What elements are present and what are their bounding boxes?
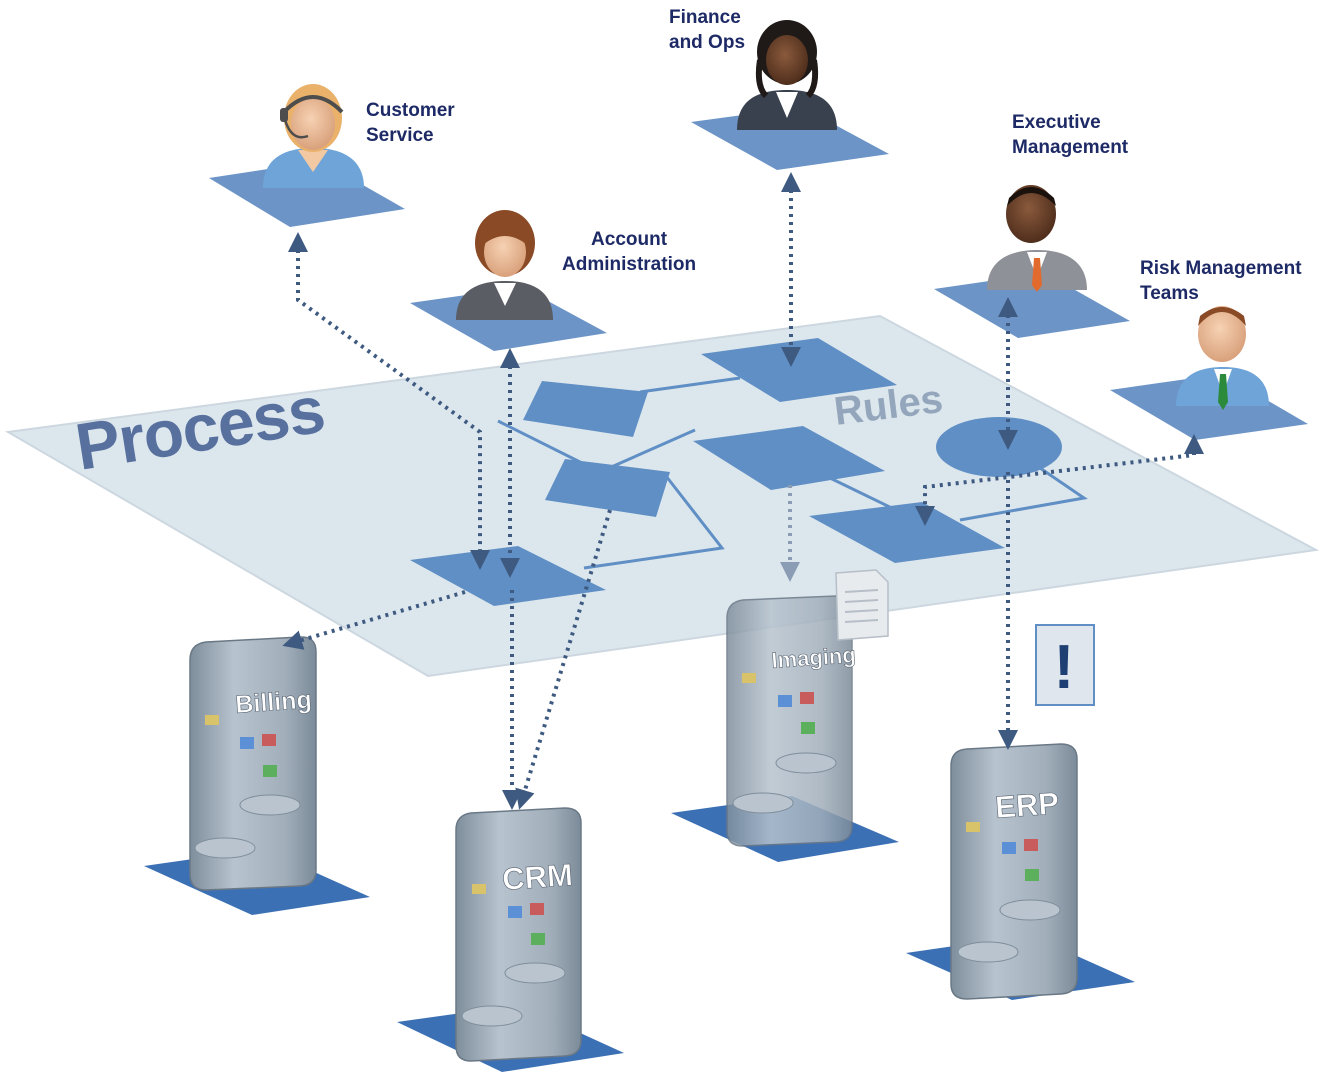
crm-label: CRM — [501, 857, 574, 897]
crm-connector-b — [515, 509, 612, 810]
customer-service-label-line1: Customer — [366, 100, 455, 121]
executive-person-icon — [987, 185, 1087, 292]
decision-node-top — [523, 381, 648, 437]
document-icon — [835, 569, 889, 641]
billing-label: Billing — [234, 686, 312, 719]
connectors — [282, 172, 1204, 810]
billing-connector — [282, 590, 466, 650]
executive-management-label: Executive Management — [1012, 110, 1128, 160]
finance-ops-label-line1: Finance — [669, 7, 741, 28]
customer-service-label-line2: Service — [366, 125, 434, 146]
finance-ops-label-line2: and Ops — [669, 32, 746, 53]
risk-management-label: Risk Management Teams — [1140, 256, 1302, 306]
erp-label: ERP — [994, 786, 1060, 825]
crm-server — [455, 807, 582, 1062]
finance-ops-label: Finance and Ops — [669, 5, 745, 55]
executive-management-label-line1: Executive — [1012, 112, 1101, 133]
rules-circle-node — [936, 417, 1062, 477]
billing-server — [189, 636, 317, 891]
customer-service-label: Customer Service — [366, 98, 455, 148]
account-administration-label-line1: Account — [591, 229, 668, 250]
executive-management-label-line2: Management — [1012, 137, 1129, 158]
process-node-top-right — [701, 338, 897, 402]
process-node-bottom-right — [809, 502, 1005, 563]
risk-management-connector — [915, 434, 1204, 526]
imaging-server — [726, 595, 853, 847]
account-administration-label-line2: Administration — [562, 254, 697, 275]
decision-node-middle — [545, 459, 670, 517]
account-administration-label: Account Administration — [562, 227, 696, 277]
risk-management-person-icon — [1176, 306, 1269, 410]
process-node-middle — [693, 426, 885, 490]
customer-service-connector — [288, 232, 490, 570]
risk-management-label-line1: Risk Management — [1140, 258, 1302, 279]
imaging-label: Imaging — [771, 642, 857, 673]
account-admin-person-icon — [456, 210, 553, 320]
finance-person-icon — [737, 20, 837, 130]
alert-glyph: ! — [1054, 633, 1075, 702]
alert-icon: ! — [1035, 624, 1095, 706]
erp-server — [950, 743, 1078, 1000]
customer-service-person-icon — [263, 84, 364, 188]
risk-management-label-line2: Teams — [1140, 283, 1199, 304]
